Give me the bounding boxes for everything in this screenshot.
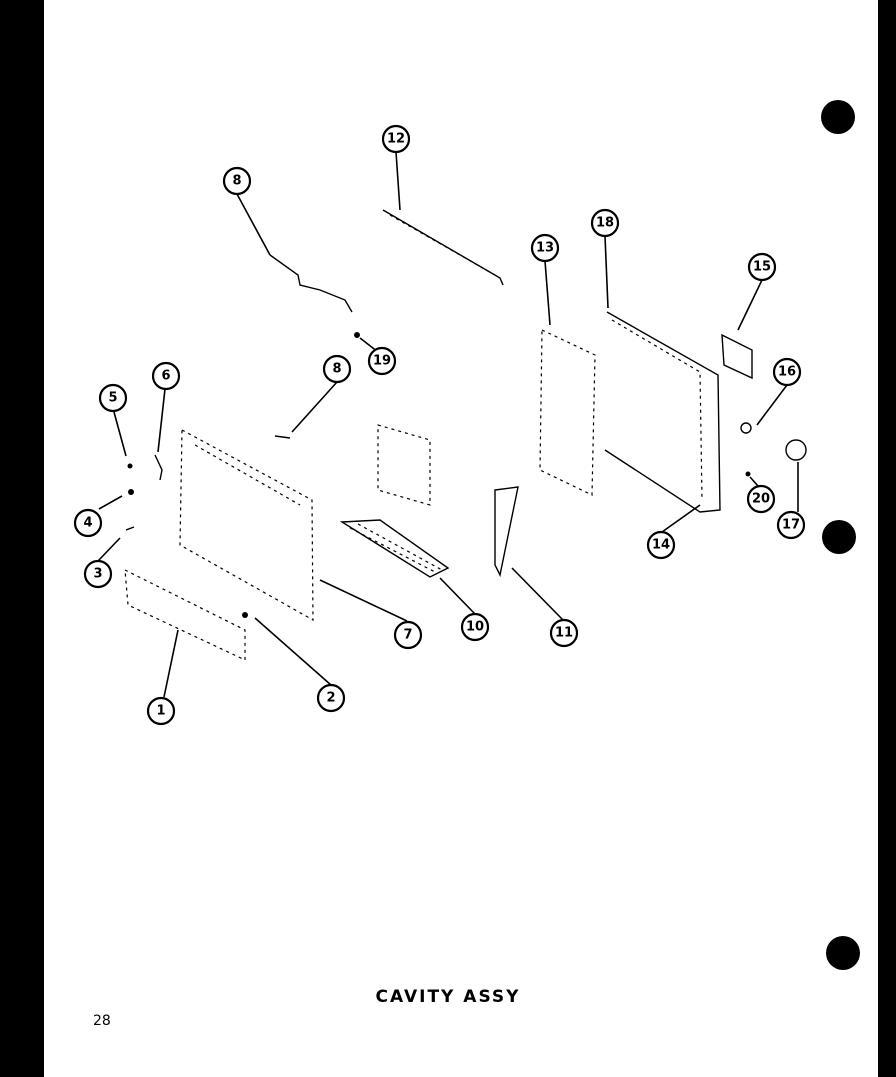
part-12-top-bracket	[382, 209, 504, 286]
callout-20: 20	[746, 484, 776, 514]
callout-6: 6	[151, 361, 181, 391]
callout-13-label: 13	[536, 241, 554, 256]
callout-12: 12	[381, 124, 411, 154]
callout-17-label: 17	[782, 518, 800, 533]
callout-11: 11	[549, 618, 579, 648]
callout-1: 1	[146, 696, 176, 726]
part-16-socket	[740, 422, 752, 434]
callout-3-label: 3	[93, 567, 102, 582]
callout-2: 2	[316, 683, 346, 713]
callout-19: 19	[367, 346, 397, 376]
callout-13: 13	[530, 233, 560, 263]
callout-11-label: 11	[555, 626, 573, 641]
callout-4: 4	[73, 508, 103, 538]
callout-17: 17	[776, 510, 806, 540]
callout-6-label: 6	[161, 369, 170, 384]
part-10-grille	[339, 519, 450, 578]
callout-8-lower-label: 8	[332, 362, 341, 377]
part-6-flange	[154, 454, 163, 481]
callout-3: 3	[83, 559, 113, 589]
callout-5-label: 5	[108, 391, 117, 406]
page-sheet	[44, 0, 878, 1077]
part-13-insulation	[539, 329, 596, 496]
part-20-screw	[745, 471, 751, 477]
binder-hole-bottom	[826, 936, 860, 970]
callout-12-label: 12	[387, 132, 405, 147]
callout-5: 5	[98, 383, 128, 413]
callout-14-label: 14	[652, 538, 670, 553]
small-fasteners	[125, 435, 291, 618]
part-11-side-frame	[377, 424, 519, 578]
part-8-upper-rail	[269, 254, 353, 313]
callout-20-label: 20	[752, 492, 770, 507]
callout-4-label: 4	[83, 516, 92, 531]
callout-18-label: 18	[596, 216, 614, 231]
callout-16: 16	[772, 357, 802, 387]
part-15-gasket	[721, 333, 753, 380]
callout-15: 15	[747, 252, 777, 282]
callout-10-label: 10	[466, 620, 484, 635]
binder-hole-middle	[822, 520, 856, 554]
callout-2-label: 2	[326, 691, 335, 706]
callout-16-label: 16	[778, 365, 796, 380]
callout-15-label: 15	[753, 260, 771, 275]
callout-7: 7	[393, 620, 423, 650]
callout-10: 10	[460, 612, 490, 642]
callout-7-label: 7	[403, 628, 412, 643]
part-17-lamp	[785, 439, 807, 461]
part-1-lower-plate	[124, 568, 246, 661]
callout-19-label: 19	[373, 354, 391, 369]
binder-hole-top	[821, 100, 855, 134]
part-14-back-panel	[604, 311, 721, 513]
callout-14: 14	[646, 530, 676, 560]
callout-8-lower: 8	[322, 354, 352, 384]
callout-8-upper-label: 8	[232, 174, 241, 189]
part-19-screw	[354, 332, 360, 338]
callout-1-label: 1	[156, 704, 165, 719]
part-7-front-panel	[179, 429, 314, 622]
leader-lines	[97, 151, 799, 698]
callout-18: 18	[590, 208, 620, 238]
callout-8-upper: 8	[222, 166, 252, 196]
page-number: 28	[93, 1013, 111, 1029]
diagram-title: CAVITY ASSY	[375, 987, 521, 1007]
